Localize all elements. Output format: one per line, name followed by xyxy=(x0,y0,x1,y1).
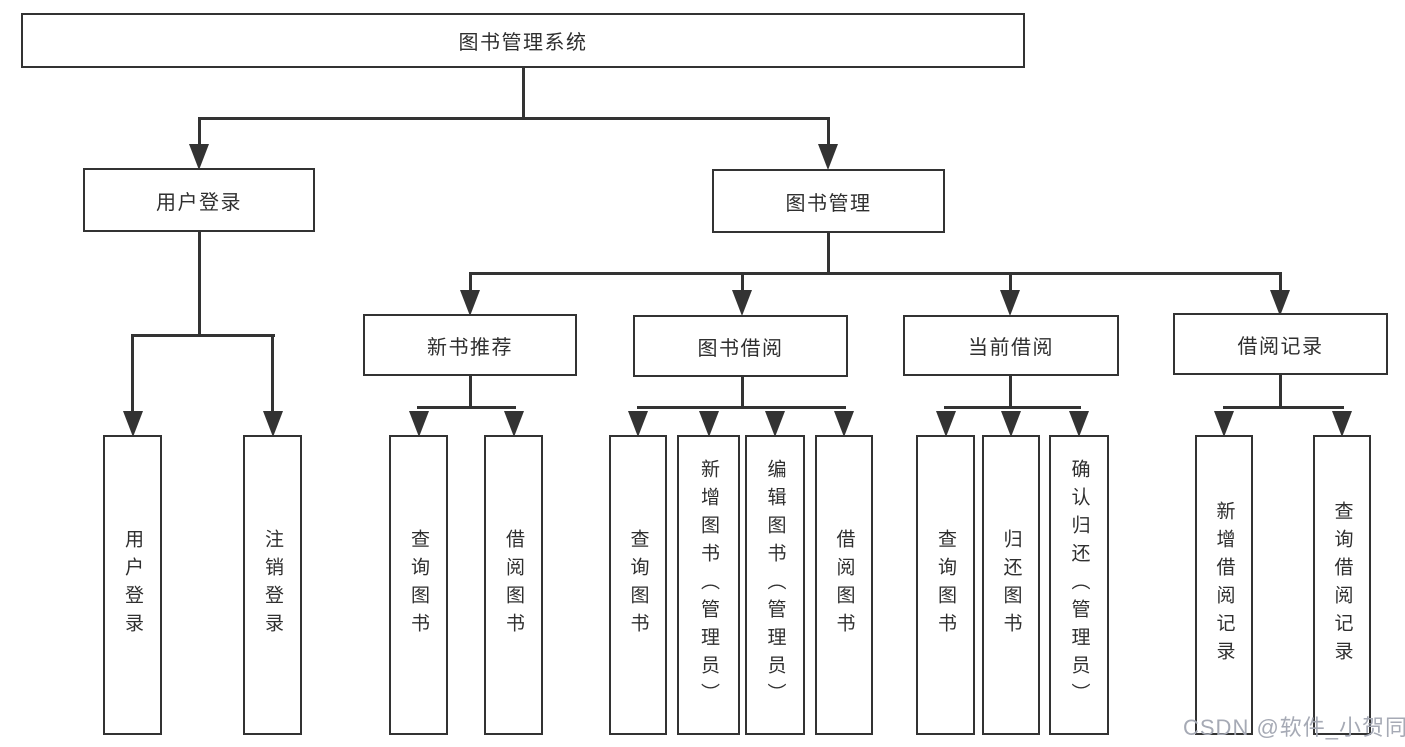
arrowhead-borrow-record xyxy=(1270,290,1290,316)
leaf-record-query-borrow-record: 查询借阅记录 xyxy=(1313,435,1371,735)
arrowhead-cb-confirm xyxy=(1069,411,1089,437)
connector-to-leaf-logout xyxy=(271,333,274,414)
leaf-newbook-borrow-books: 借阅图书 xyxy=(484,435,543,735)
node-borrow-record: 借阅记录 xyxy=(1173,313,1388,375)
leaf-record-query-borrow-record-label: 查询借阅记录 xyxy=(1331,501,1353,669)
connector-to-borrow-record xyxy=(1278,271,1282,293)
arrowhead-bb-add xyxy=(698,411,719,437)
connector-borrow-record-rail xyxy=(1222,405,1344,409)
connector-book-borrow-rail xyxy=(636,405,846,409)
arrowhead-br-query xyxy=(1332,411,1352,437)
leaf-newbook-query-books-label: 查询图书 xyxy=(408,529,429,641)
leaf-current-query-books-label: 查询图书 xyxy=(935,529,956,641)
node-current-borrow-label: 当前借阅 xyxy=(968,337,1054,359)
connector-root-to-book-mgmt xyxy=(826,116,830,148)
node-user-login: 用户登录 xyxy=(83,168,315,232)
leaf-logout-label: 注销登录 xyxy=(262,529,283,641)
node-borrow-record-label: 借阅记录 xyxy=(1237,335,1324,358)
connector-user-login-stem xyxy=(197,232,201,337)
node-new-book-recommend: 新书推荐 xyxy=(363,314,577,376)
connector-user-login-rail xyxy=(131,333,275,337)
connector-current-borrow-rail xyxy=(944,405,1081,409)
node-book-borrow-label: 图书借阅 xyxy=(697,337,784,360)
csdn-watermark: CSDN @软件_小贺同学 xyxy=(1183,715,1405,740)
leaf-borrow-query-books: 查询图书 xyxy=(609,435,667,735)
leaf-current-confirm-return-admin-label: 确认归还（管理员） xyxy=(1068,459,1090,711)
arrowhead-new-book xyxy=(460,290,480,316)
leaf-borrow-edit-books-admin-label: 编辑图书（管理员） xyxy=(764,459,786,711)
arrowhead-leaf-user-login xyxy=(122,411,143,437)
node-library-system: 图书管理系统 xyxy=(21,13,1025,68)
arrowhead-book-borrow xyxy=(732,290,752,316)
leaf-record-add-borrow-record: 新增借阅记录 xyxy=(1195,435,1253,735)
connector-to-book-borrow xyxy=(740,271,744,293)
leaf-borrow-borrow-books: 借阅图书 xyxy=(815,435,873,735)
leaf-newbook-query-books: 查询图书 xyxy=(389,435,448,735)
arrowhead-nb-borrow xyxy=(503,411,524,437)
connector-borrow-record-stem xyxy=(1278,375,1282,409)
connector-root-rail xyxy=(197,116,830,120)
arrowhead-cb-query xyxy=(935,411,956,437)
leaf-current-confirm-return-admin: 确认归还（管理员） xyxy=(1049,435,1109,735)
connector-to-leaf-user-login xyxy=(131,333,134,414)
node-new-book-recommend-label: 新书推荐 xyxy=(427,336,513,359)
arrowhead-bb-borrow xyxy=(834,411,854,437)
connector-to-current-borrow xyxy=(1008,271,1012,293)
arrowhead-current-borrow xyxy=(1000,290,1020,316)
arrowhead-nb-query xyxy=(408,411,429,437)
node-book-management-label: 图书管理 xyxy=(785,192,872,215)
connector-current-borrow-stem xyxy=(1008,376,1012,409)
connector-new-book-stem xyxy=(468,376,472,409)
leaf-borrow-borrow-books-label: 借阅图书 xyxy=(833,529,855,641)
connector-root-stem xyxy=(521,68,525,119)
leaf-borrow-add-books-admin: 新增图书（管理员） xyxy=(677,435,740,735)
leaf-newbook-borrow-books-label: 借阅图书 xyxy=(503,529,524,641)
arrowhead-bb-query xyxy=(628,411,648,437)
node-user-login-label: 用户登录 xyxy=(156,191,242,214)
leaf-borrow-edit-books-admin: 编辑图书（管理员） xyxy=(745,435,805,735)
leaf-user-login: 用户登录 xyxy=(103,435,162,735)
leaf-user-login-label: 用户登录 xyxy=(122,529,143,641)
leaf-record-add-borrow-record-label: 新增借阅记录 xyxy=(1213,501,1235,669)
connector-book-mgmt-stem xyxy=(826,233,830,275)
connector-book-borrow-stem xyxy=(740,377,744,409)
arrowhead-bb-edit xyxy=(765,411,785,437)
arrowhead-user-login xyxy=(189,144,209,170)
arrowhead-cb-return xyxy=(1001,411,1021,437)
node-book-borrow: 图书借阅 xyxy=(633,315,848,377)
connector-new-book-rail xyxy=(417,405,516,409)
connector-book-mgmt-rail xyxy=(468,271,1282,275)
leaf-borrow-add-books-admin-label: 新增图书（管理员） xyxy=(698,459,719,711)
arrowhead-leaf-logout xyxy=(262,411,283,437)
leaf-current-return-books-label: 归还图书 xyxy=(1000,529,1022,641)
connector-root-to-user-login xyxy=(197,116,201,148)
leaf-current-query-books: 查询图书 xyxy=(916,435,975,735)
leaf-borrow-query-books-label: 查询图书 xyxy=(627,529,649,641)
node-book-management: 图书管理 xyxy=(712,169,945,233)
arrowhead-book-mgmt xyxy=(818,144,838,170)
arrowhead-br-add xyxy=(1214,411,1234,437)
connector-to-new-book xyxy=(468,271,472,293)
leaf-current-return-books: 归还图书 xyxy=(982,435,1040,735)
leaf-logout: 注销登录 xyxy=(243,435,302,735)
node-library-system-label: 图书管理系统 xyxy=(458,32,588,54)
node-current-borrow: 当前借阅 xyxy=(903,315,1119,376)
